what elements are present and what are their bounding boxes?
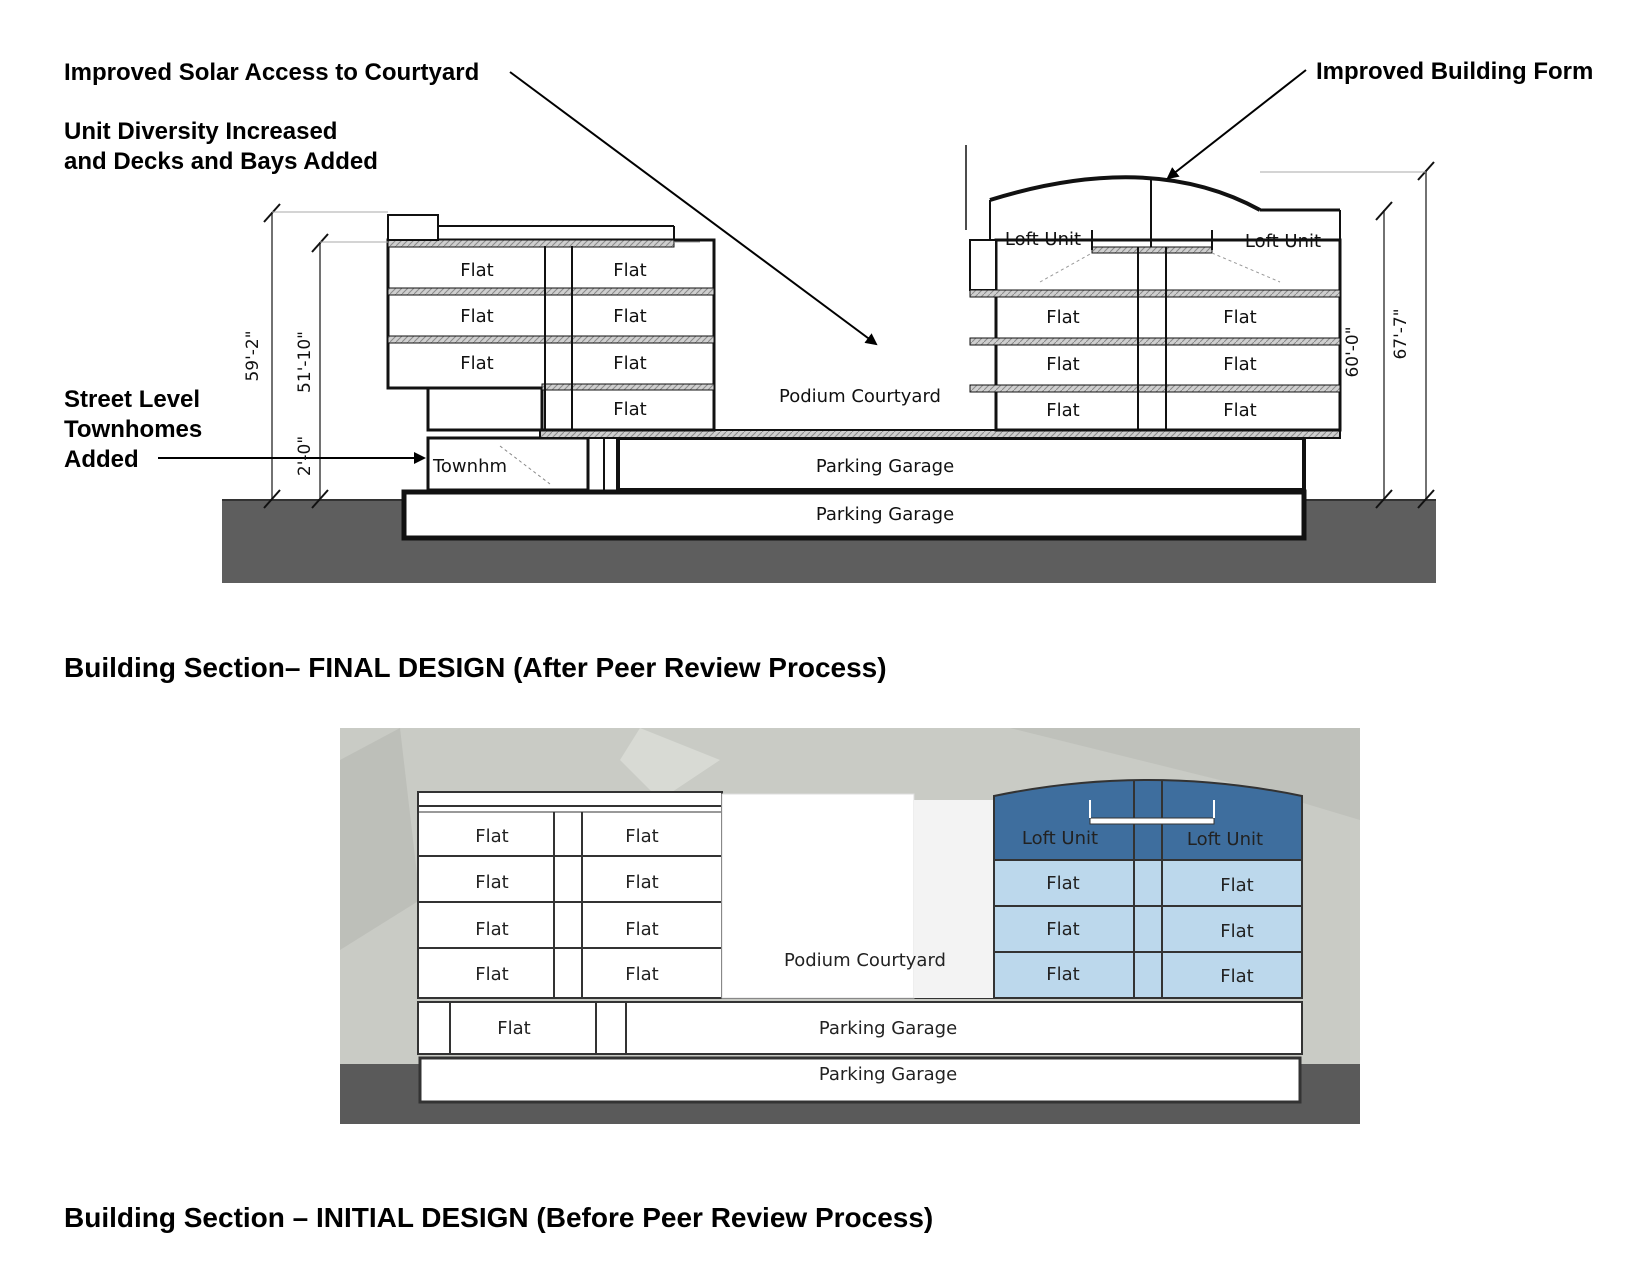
label-podium-courtyard: Podium Courtyard: [784, 950, 946, 971]
label-flat: Flat: [1223, 307, 1256, 328]
final-design-caption: Building Section– FINAL DESIGN (After Pe…: [64, 652, 887, 683]
label-loft-unit: Loft Unit: [1245, 231, 1321, 252]
initial-design-caption: Building Section – INITIAL DESIGN (Befor…: [64, 1202, 934, 1233]
label-flat: Flat: [497, 1018, 530, 1039]
left-building: [417, 791, 723, 999]
label-flat: Flat: [1046, 964, 1079, 985]
note-building-form: Improved Building Form: [1316, 58, 1594, 85]
upper-parking-garage: [417, 1001, 1303, 1055]
label-flat: Flat: [1046, 873, 1079, 894]
right-building: [993, 779, 1303, 999]
label-flat: Flat: [475, 826, 508, 847]
label-flat: Flat: [460, 353, 493, 374]
label-podium-courtyard: Podium Courtyard: [779, 386, 941, 407]
label-parking-garage: Parking Garage: [816, 456, 954, 477]
label-flat: Flat: [625, 919, 658, 940]
label-parking-garage: Parking Garage: [819, 1064, 957, 1085]
label-flat: Flat: [1046, 354, 1079, 375]
label-flat: Flat: [613, 353, 646, 374]
lower-parking-garage: [401, 489, 1307, 541]
aerial-background: [340, 728, 1360, 1124]
label-flat: Flat: [613, 306, 646, 327]
ground: [340, 1064, 1360, 1124]
label-flat: Flat: [1220, 875, 1253, 896]
label-flat: Flat: [1046, 919, 1079, 940]
label-flat: Flat: [625, 826, 658, 847]
label-flat: Flat: [625, 964, 658, 985]
label-loft-unit: Loft Unit: [1022, 828, 1098, 849]
lower-parking-garage: [418, 1056, 1302, 1104]
label-flat: Flat: [1046, 307, 1079, 328]
label-flat: Flat: [1046, 400, 1079, 421]
label-flat: Flat: [1223, 354, 1256, 375]
dim-left-inner: 51'-10": [295, 331, 315, 393]
label-flat: Flat: [475, 919, 508, 940]
left-building: [386, 214, 716, 432]
note-street-townhomes: Street Level Townhomes Added: [64, 386, 203, 473]
note-solar-access: Improved Solar Access to Courtyard: [64, 59, 480, 86]
label-flat: Flat: [460, 260, 493, 281]
townhome-unit: [426, 436, 590, 492]
arrow-solar-access: [509, 71, 878, 346]
label-townhome: Townhm: [432, 456, 507, 477]
dim-right-outer: 67'-7": [1391, 308, 1411, 359]
label-parking-garage: Parking Garage: [819, 1018, 957, 1039]
label-flat: Flat: [1220, 966, 1253, 987]
label-flat: Flat: [625, 872, 658, 893]
dim-left-base: 2'-0": [295, 436, 315, 476]
dim-right-inner: 60'-0": [1343, 326, 1363, 377]
label-flat: Flat: [613, 399, 646, 420]
label-flat: Flat: [1223, 400, 1256, 421]
label-flat: Flat: [475, 872, 508, 893]
label-flat: Flat: [1220, 921, 1253, 942]
label-loft-unit: Loft Unit: [1005, 229, 1081, 250]
label-loft-unit: Loft Unit: [1187, 829, 1263, 850]
label-flat: Flat: [460, 306, 493, 327]
note-unit-diversity: Unit Diversity Increased and Decks and B…: [64, 118, 378, 175]
label-flat: Flat: [613, 260, 646, 281]
right-building: [969, 175, 1342, 432]
arrow-building-form: [1166, 69, 1307, 180]
upper-parking-garage: [616, 436, 1306, 492]
label-parking-garage: Parking Garage: [816, 504, 954, 525]
dim-left-outer: 59'-2": [243, 330, 263, 381]
final-design-section: Flat Flat Flat Flat Flat Flat Flat Flat …: [158, 69, 1436, 583]
label-flat: Flat: [475, 964, 508, 985]
dimension-lines: [263, 145, 1435, 509]
